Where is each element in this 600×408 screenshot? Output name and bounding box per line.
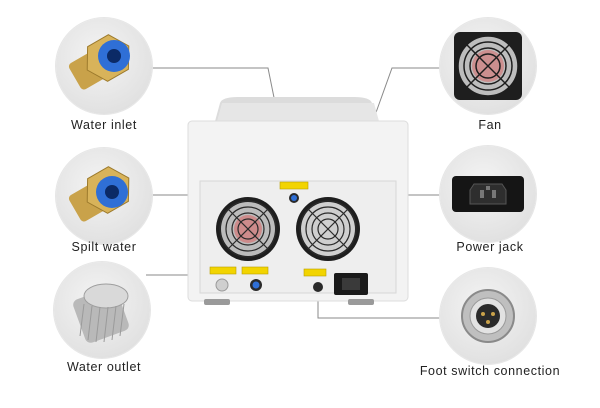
fan-grille-icon xyxy=(454,32,522,100)
machine-rear-view xyxy=(187,97,409,305)
brass-fitting-icon xyxy=(68,34,130,90)
fan-label: Fan xyxy=(478,118,502,132)
spilt-water-label: Spilt water xyxy=(71,240,137,254)
knurled-cap-icon xyxy=(73,283,129,343)
water-inlet-circle xyxy=(56,18,152,114)
spilt-water-circle xyxy=(56,148,152,244)
water-inlet-label: Water inlet xyxy=(71,118,137,132)
brass-fitting-icon xyxy=(68,166,130,222)
foot-switch-circle xyxy=(440,268,536,364)
power-jack-label: Power jack xyxy=(456,240,524,254)
power-socket-icon xyxy=(452,176,524,212)
foot-switch-label: Foot switch connection xyxy=(419,364,561,378)
power-jack-circle xyxy=(440,146,536,242)
aviation-connector-icon xyxy=(461,289,515,343)
fan-circle xyxy=(440,18,536,114)
water-outlet-circle xyxy=(54,262,150,358)
water-outlet-label: Water outlet xyxy=(66,360,142,374)
